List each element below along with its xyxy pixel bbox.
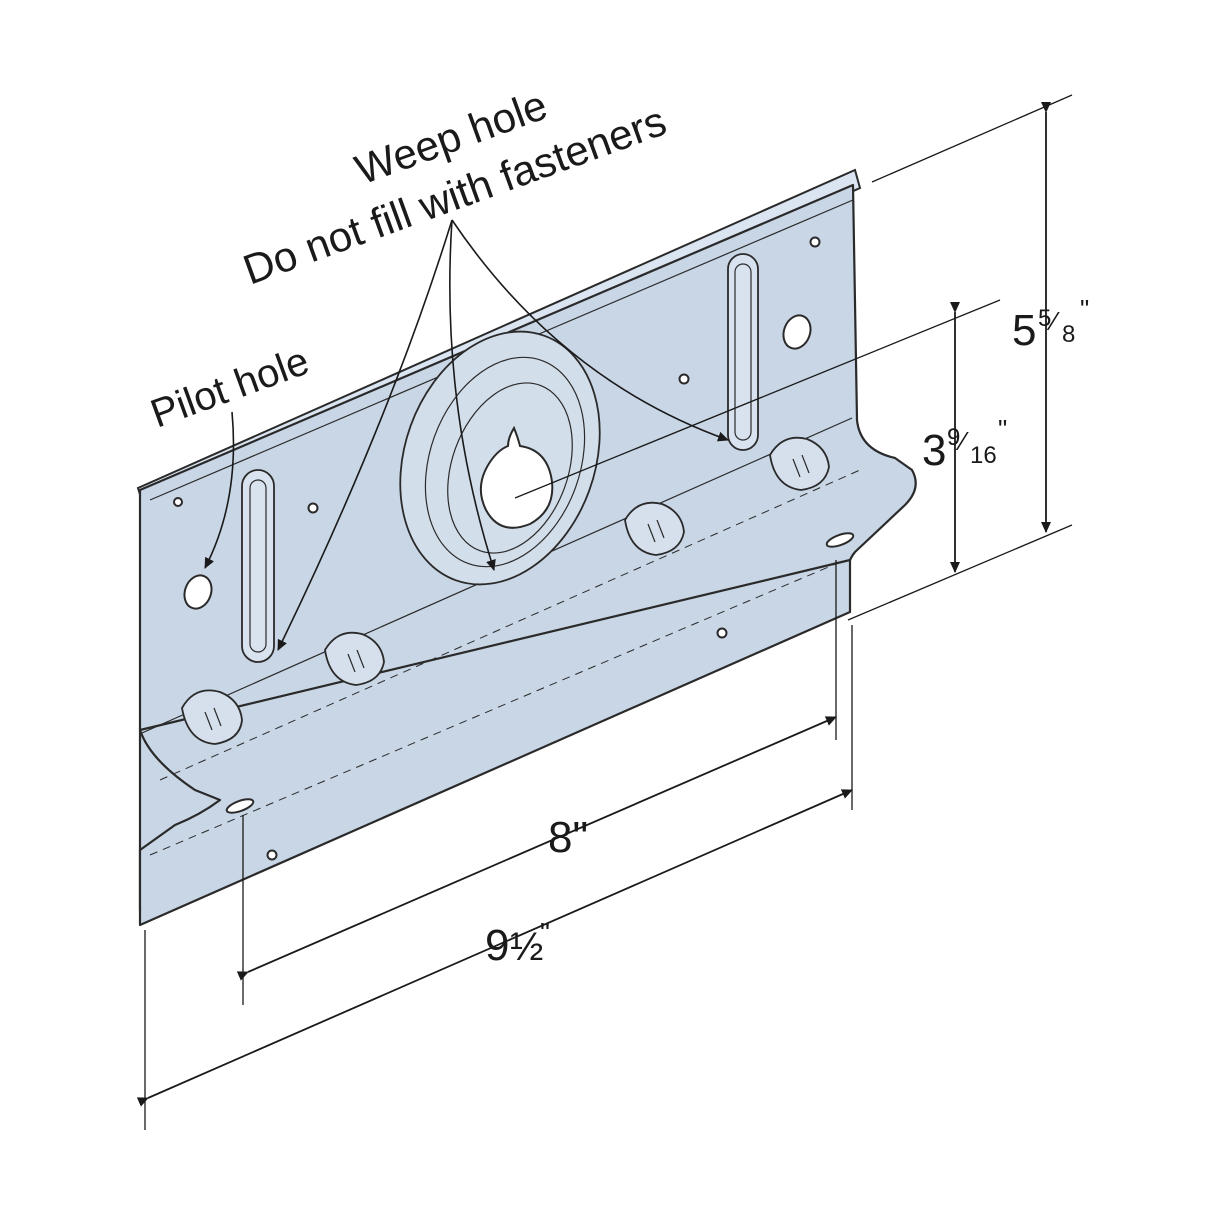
svg-text:": " bbox=[998, 414, 1007, 444]
center-keyhole bbox=[399, 330, 601, 586]
svg-text:5: 5 bbox=[1012, 306, 1036, 355]
svg-text:16: 16 bbox=[970, 442, 997, 469]
svg-text:9: 9 bbox=[947, 424, 960, 451]
pilot-hole-left bbox=[183, 574, 213, 610]
dim-5-5-8: 5 5 ⁄ 8 " bbox=[1012, 294, 1089, 355]
dim-3-9-16: 3 9 ⁄ 16 " bbox=[922, 414, 1007, 475]
dimension-arrows bbox=[136, 102, 1051, 1107]
dim-8: 8" bbox=[548, 813, 588, 862]
svg-text:3: 3 bbox=[922, 426, 946, 475]
keyhole-opening bbox=[479, 425, 554, 529]
svg-text:9: 9 bbox=[485, 921, 509, 970]
slot-left bbox=[241, 469, 275, 663]
pilot-hole-right bbox=[782, 314, 812, 350]
dimples bbox=[181, 436, 830, 745]
leader-arrows bbox=[204, 219, 729, 651]
slot-right bbox=[727, 253, 759, 451]
svg-text:8: 8 bbox=[1062, 321, 1075, 348]
svg-text:": " bbox=[1080, 294, 1089, 324]
svg-text:5: 5 bbox=[1038, 305, 1051, 332]
dim-9-1-2: 9 ½ " bbox=[485, 917, 550, 970]
svg-text:": " bbox=[540, 917, 550, 948]
svg-text:½: ½ bbox=[510, 925, 543, 969]
